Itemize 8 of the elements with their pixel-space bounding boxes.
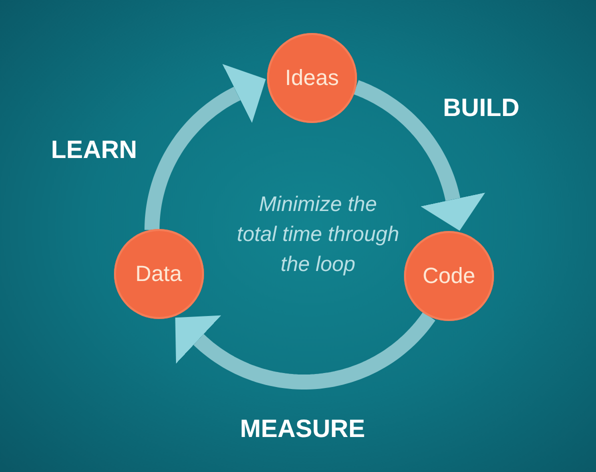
stage-label: Ideas bbox=[285, 65, 339, 92]
stage-label: Code bbox=[422, 262, 476, 289]
cycle-arrow bbox=[175, 312, 436, 390]
edge-label: MEASURE bbox=[240, 414, 366, 444]
edge-label: BUILD bbox=[443, 93, 520, 123]
note-text: Minimize the total time through the loop bbox=[236, 192, 400, 278]
stage-label: Data bbox=[135, 261, 182, 288]
edge-label: LEARN bbox=[51, 135, 138, 165]
